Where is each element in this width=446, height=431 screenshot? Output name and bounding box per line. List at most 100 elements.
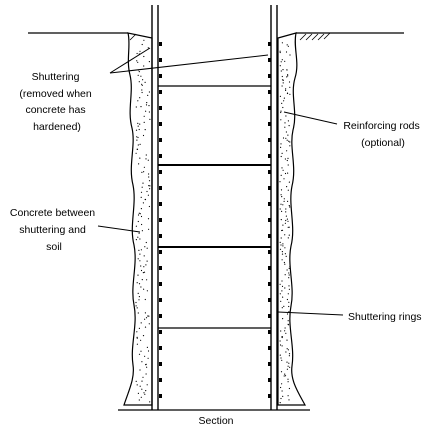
stipple-dot [281,280,283,282]
rod-stud-right [268,330,271,334]
stipple-dot [138,81,140,83]
rod-stud-left [159,202,162,206]
rod-stud-left [159,186,162,190]
stipple-dot [137,312,139,314]
stipple-dot [280,143,282,145]
shuttering-wall-left [151,5,159,410]
stipple-dot [139,369,141,371]
label-shuttering: Shuttering (removed when concrete has ha… [19,71,94,133]
stipple-dot [283,97,285,99]
stipple-dot [280,300,282,302]
stipple-dot [142,376,144,378]
rod-stud-right [268,346,271,350]
rod-stud-left [159,298,162,302]
label-concrete-line-2: shuttering and [19,224,86,236]
stipple-dot [287,75,289,77]
stipple-dot [281,253,284,255]
stipple-dot [282,395,284,397]
rod-stud-left [159,74,162,78]
stipple-dot [286,339,288,341]
stipple-dot [137,392,139,394]
stipple-dot [280,119,282,121]
stipple-dot [141,84,143,86]
stipple-dot [141,91,143,94]
stipple-dot [143,65,145,67]
label-shuttering-line-4: hardened) [33,121,81,133]
stipple-dot [282,169,284,171]
stipple-dot [138,249,140,251]
stipple-dot [285,211,287,213]
rod-stud-right [268,378,271,382]
leader-reinforcing [283,111,338,125]
stipple-dot [280,111,282,114]
rod-stud-left [159,346,162,350]
stipple-dot [140,322,142,324]
stipple-dot [148,173,150,175]
stipple-dot [140,215,143,218]
stipple-dot [279,50,281,52]
stipple-dot [141,361,143,363]
stipple-dot [286,69,288,71]
concrete-band-left [123,32,153,406]
stipple-dot [146,260,148,262]
stipple-dot [281,85,283,87]
label-reinforcing-line-1: Reinforcing rods [343,120,419,132]
stipple-dot [148,205,150,208]
stipple-dot [285,137,287,139]
stipple-dot [284,247,286,249]
stipple-dot [287,134,289,136]
label-reinforcing-line-2: (optional) [361,137,405,149]
stipple-dot [281,152,283,154]
label-rings-line-1: Shuttering rings [348,311,422,323]
stipple-dot [137,122,139,124]
rod-stud-right [268,122,271,126]
stipple-dot [281,345,283,347]
rod-stud-left [159,170,162,174]
stipple-dot [284,172,287,175]
stipple-dot [145,264,147,266]
rod-stud-left [159,218,162,222]
stipple-dot [281,359,283,361]
rod-stud-right [268,250,271,254]
stipple-dot [288,362,290,364]
stipple-dot [287,378,289,380]
label-concrete-line-3: soil [46,241,62,253]
stipple-dot [135,380,137,382]
concrete-stipple-left [135,39,151,403]
stipple-dot [284,330,286,332]
stipple-dot [136,336,138,338]
stipple-dot [288,272,290,274]
stipple-dot [140,286,142,288]
stipple-dot [139,157,141,159]
stipple-dot [283,200,285,202]
stipple-dot [287,237,289,239]
stipple-dot [287,349,289,351]
stipple-dot [283,100,285,102]
rod-stud-right [268,186,271,190]
stipple-dot [135,301,137,304]
stipple-dot [287,200,289,202]
stipple-dot [282,106,284,109]
stipple-dot [137,236,139,238]
stipple-dot [143,115,145,117]
stipple-dot [136,384,138,386]
stipple-dot [288,285,290,287]
stipple-dot [148,323,150,325]
stipple-dot [147,357,149,359]
stipple-dot [283,305,285,307]
stipple-dot [138,232,140,234]
label-shuttering-line-1: Shuttering [32,71,80,83]
stipple-dot [285,88,287,90]
stipple-dot [285,89,287,91]
stipple-dot [289,93,291,95]
stipple-dot [136,60,138,62]
stipple-dot [283,375,285,377]
stipple-dot [285,255,287,257]
stipple-dot [288,205,290,207]
stipple-dot [139,253,141,255]
soil-hatching [129,32,331,41]
stipple-dot [280,110,282,112]
stipple-dot [138,299,140,301]
stipple-dot [279,241,281,243]
stipple-dot [289,86,291,88]
